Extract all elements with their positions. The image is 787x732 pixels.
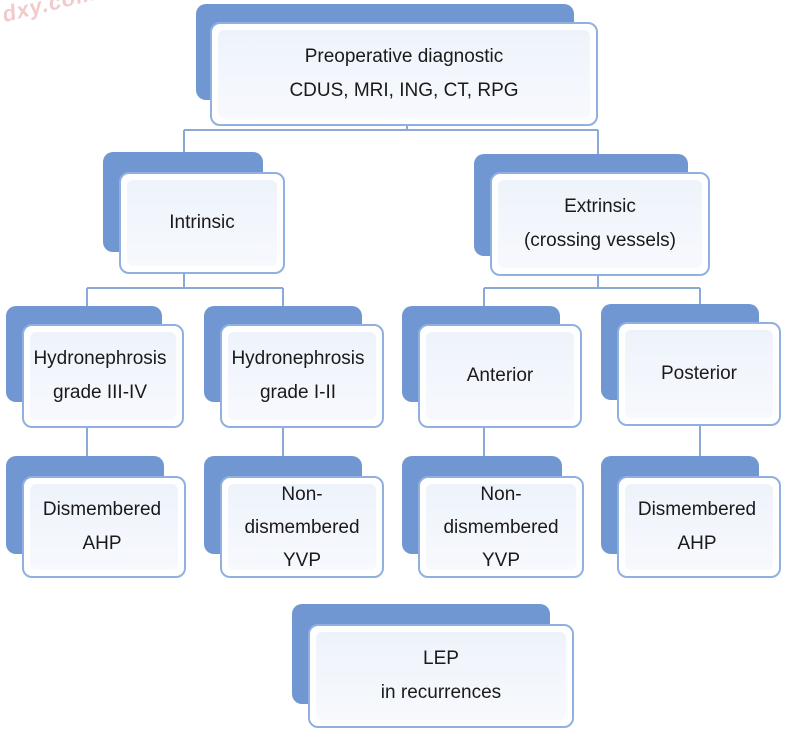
extrinsic-line-2: (crossing vessels) <box>523 230 677 251</box>
non-dismembered-yvp-2-line-3: YVP <box>481 549 521 571</box>
non-dismembered-yvp-node-2: Non- dismembered YVP <box>402 456 584 578</box>
dismembered-ahp-2-line-1: Dismembered <box>637 499 757 520</box>
anterior-node: Anterior <box>402 306 582 428</box>
posterior-node: Posterior <box>601 304 781 426</box>
hydro-high-node: Hydronephrosis grade III-IV <box>6 306 184 428</box>
extrinsic-line-1: Extrinsic <box>564 196 636 217</box>
hydro-high-line-1: Hydronephrosis <box>33 348 167 369</box>
anterior-label: Anterior <box>466 365 534 386</box>
lep-node: LEP in recurrences <box>292 604 574 728</box>
root-node: Preoperative diagnostic CDUS, MRI, ING, … <box>196 4 598 126</box>
intrinsic-label: Intrinsic <box>169 212 235 233</box>
dismembered-ahp-1-line-1: Dismembered <box>42 499 162 520</box>
dismembered-ahp-node-2: Dismembered AHP <box>601 456 781 578</box>
root-line-1: Preoperative diagnostic <box>304 46 504 67</box>
non-dismembered-yvp-1-line-1: Non- <box>281 483 323 505</box>
extrinsic-node: Extrinsic (crossing vessels) <box>474 154 710 276</box>
posterior-label: Posterior <box>660 363 738 384</box>
hydro-low-line-1: Hydronephrosis <box>231 348 365 369</box>
non-dismembered-yvp-1-line-2: dismembered <box>244 516 360 538</box>
non-dismembered-yvp-node-1: Non- dismembered YVP <box>204 456 384 578</box>
non-dismembered-yvp-2-line-1: Non- <box>480 483 522 505</box>
hydro-low-node: Hydronephrosis grade I-II <box>204 306 384 428</box>
dismembered-ahp-1-line-2: AHP <box>82 533 122 554</box>
intrinsic-node: Intrinsic <box>103 152 285 274</box>
hydro-low-line-2: grade I-II <box>259 382 337 403</box>
lep-line-2: in recurrences <box>380 682 502 703</box>
non-dismembered-yvp-2-line-2: dismembered <box>443 516 559 538</box>
dismembered-ahp-2-line-2: AHP <box>677 533 717 554</box>
non-dismembered-yvp-1-line-3: YVP <box>282 549 322 571</box>
root-line-2: CDUS, MRI, ING, CT, RPG <box>289 80 519 101</box>
lep-line-1: LEP <box>423 648 459 669</box>
dismembered-ahp-node-1: Dismembered AHP <box>6 456 186 578</box>
hydro-high-line-2: grade III-IV <box>53 382 147 403</box>
